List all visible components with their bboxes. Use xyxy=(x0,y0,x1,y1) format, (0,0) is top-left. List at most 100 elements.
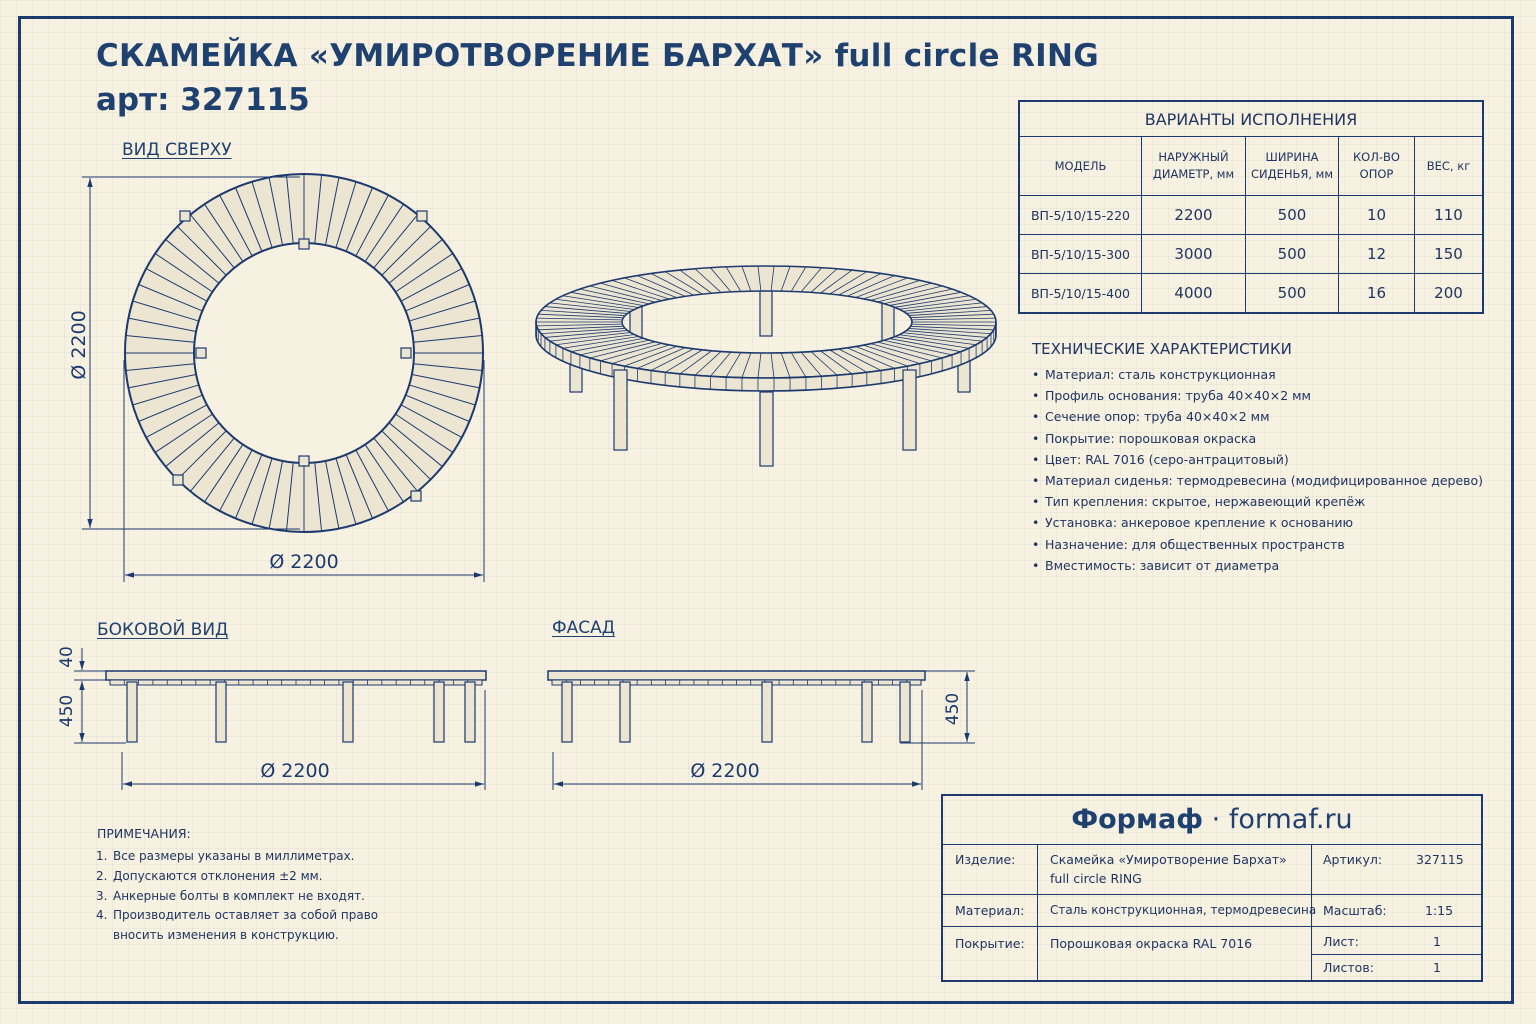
product-line1: Скамейка «Умиротворение Бархат» xyxy=(1050,852,1287,867)
iso-slat-line xyxy=(810,268,838,293)
side-seat-thickness-dim: 40 xyxy=(57,646,77,668)
iso-slat-line xyxy=(555,334,634,346)
drawing-frame xyxy=(18,16,1514,1004)
slat-line xyxy=(324,460,340,529)
table-row: ВП-5/10/15-400 4000 500 16 200 xyxy=(1018,273,1484,314)
facade-leg xyxy=(561,681,573,743)
slat-line xyxy=(165,239,220,284)
material-value: Сталь конструкционная, термодревесина xyxy=(1050,903,1317,917)
side-view-dimensions xyxy=(74,648,486,790)
leg-pad xyxy=(416,210,428,222)
slat-line xyxy=(413,334,483,343)
leg-pad xyxy=(179,210,191,222)
iso-slat-line xyxy=(898,334,977,346)
iso-slat-line xyxy=(780,266,791,292)
product-label: Изделие: xyxy=(955,852,1016,867)
slat-line xyxy=(345,187,373,252)
iso-slat-line xyxy=(829,271,868,295)
iso-slat-line xyxy=(855,277,908,298)
facade-leg xyxy=(761,681,773,743)
slat-line xyxy=(204,444,244,503)
slat-line xyxy=(132,300,199,322)
specs-title: ТЕХНИЧЕСКИЕ ХАРАКТЕРИСТИКИ xyxy=(1032,340,1292,358)
slat-line xyxy=(395,253,454,293)
list-item: 4.Производитель оставляет за собой право xyxy=(96,908,379,923)
iso-slat-line xyxy=(664,349,703,373)
leg-pad xyxy=(172,474,184,486)
iso-slat-line xyxy=(679,269,712,294)
sheets-value: 1 xyxy=(1433,960,1441,975)
slat-line xyxy=(381,226,431,276)
leg-pad xyxy=(410,490,422,502)
slat-line xyxy=(285,174,294,244)
iso-slat-line xyxy=(562,336,639,349)
list-item: Назначение: для общественных пространств xyxy=(1030,534,1483,555)
slat-line xyxy=(128,373,197,389)
slat-line xyxy=(411,317,480,333)
iso-slat-line xyxy=(800,351,822,377)
iso-front-leg xyxy=(613,369,628,451)
slat-line xyxy=(409,384,476,406)
iso-front-leg xyxy=(759,391,774,467)
list-item: Тип крепления: скрытое, нержавеющий креп… xyxy=(1030,491,1483,512)
iso-slat-line xyxy=(741,352,752,378)
iso-slat-line xyxy=(538,325,623,331)
slat-line xyxy=(251,181,273,248)
iso-slat-line xyxy=(611,344,670,364)
list-item: 2.Допускаются отклонения ±2 мм. xyxy=(96,868,323,883)
iso-slat-line xyxy=(549,332,630,342)
side-view-label: БОКОВОЙ ВИД xyxy=(97,620,229,640)
slat-line xyxy=(268,460,284,529)
iso-slat-line xyxy=(710,267,732,293)
iso-slat-line xyxy=(637,347,686,369)
iso-slat-line xyxy=(883,288,953,305)
article-value: 327115 xyxy=(1416,852,1464,867)
side-height-dim: 450 xyxy=(57,695,77,727)
material-label: Материал: xyxy=(955,903,1025,918)
slat-line xyxy=(204,203,244,262)
iso-slat-line xyxy=(611,280,670,300)
scale-value: 1:15 xyxy=(1425,903,1454,918)
facade-leg xyxy=(619,681,631,743)
brand-separator: · xyxy=(1211,804,1221,835)
iso-slat-line xyxy=(846,347,895,369)
side-leg xyxy=(342,681,354,743)
top-view-dimensions xyxy=(82,176,485,582)
slat-line xyxy=(235,454,263,519)
col-weight: ВЕС, кг xyxy=(1414,136,1484,196)
slat-line xyxy=(154,413,213,453)
iso-slat-line xyxy=(910,323,996,327)
iso-slat-line xyxy=(757,265,762,292)
notes-title: ПРИМЕЧАНИЯ: xyxy=(97,826,191,841)
iso-slat-line xyxy=(905,330,988,338)
side-view xyxy=(105,670,487,743)
slat-line xyxy=(409,300,476,322)
slat-line xyxy=(373,437,418,492)
slat-line xyxy=(345,454,373,519)
slat-line xyxy=(324,177,340,246)
slat-line xyxy=(335,181,357,248)
slat-line xyxy=(145,268,208,302)
iso-slat-line xyxy=(862,344,921,364)
facade-dimensions xyxy=(552,670,975,790)
iso-slat-line xyxy=(838,348,882,371)
iso-slat-line xyxy=(541,328,625,335)
facade-view xyxy=(547,670,926,743)
slat-line xyxy=(314,174,323,244)
iso-slat-line xyxy=(579,339,649,356)
iso-slat-line xyxy=(907,328,991,335)
iso-slat-line xyxy=(650,273,694,296)
iso-slat-line xyxy=(810,351,838,376)
iso-slat-line xyxy=(589,341,656,359)
leg-pad xyxy=(298,238,310,250)
side-width-dim: Ø 2200 xyxy=(260,760,329,782)
brand-site: formaf.ru xyxy=(1228,804,1353,835)
iso-slat-line xyxy=(820,269,853,294)
iso-slat-line xyxy=(910,317,996,321)
table-row: ВП-5/10/15-300 3000 500 12 150 xyxy=(1018,234,1484,274)
list-item: Цвет: RAL 7016 (серо-антрацитовый) xyxy=(1030,449,1483,470)
